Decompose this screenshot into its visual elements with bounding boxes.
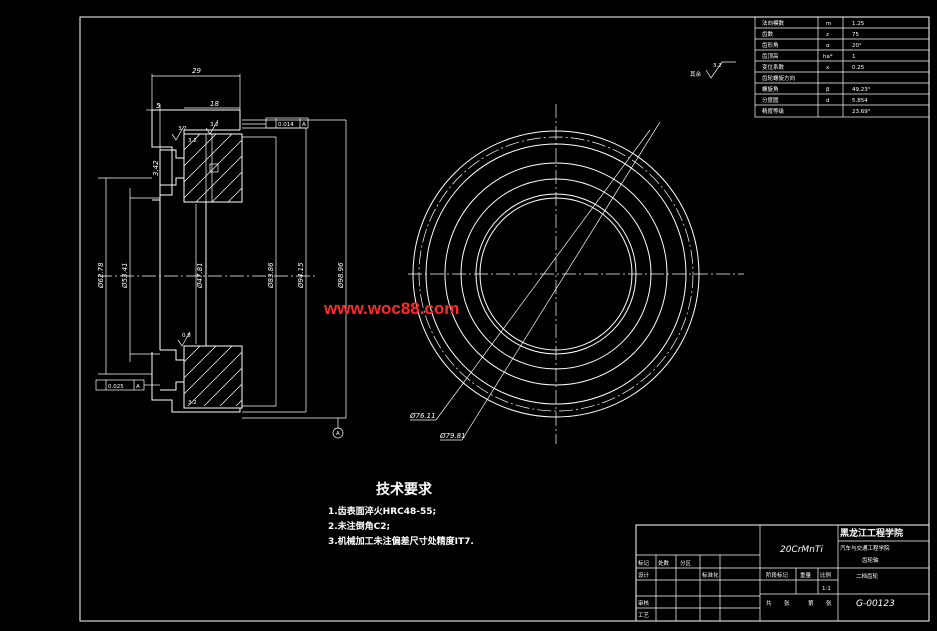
svg-text:重量: 重量 [800,571,812,579]
param-name-1: 齿数 [762,30,774,38]
param-name-2: 齿形角 [762,41,779,49]
dim-circ-large: Ø79.81 [439,432,466,440]
svg-text:处数: 处数 [658,559,670,567]
tech-title: 技术要求 [376,481,433,498]
param-name-5: 齿轮螺旋方向 [762,74,795,82]
dim-dia-3: Ø83.86 [267,262,275,289]
dim-dia-left: Ø62.78 [97,262,105,289]
tech-requirements: 技术要求 1.齿表面淬火HRC48-55; 2.未注倒角C2; 3.机械加工未注… [328,481,474,547]
svg-text:A: A [136,384,140,390]
dim-dia-bore: Ø47.81 [196,262,204,289]
param-val-0: 1.25 [852,21,865,27]
param-sym-0: m [826,21,831,27]
param-sym-4: x [826,65,830,71]
title-block: 20CrMnTi 黑龙江工程学院 汽车与交通工程学院 齿轮轴 二档齿轮 G-00… [635,524,930,622]
param-name-8: 精度等级 [762,107,785,115]
section-view: Ø62.78 Ø53.41 Ø47.81 Ø83.86 Ø94.15 Ø98.9… [95,67,347,439]
hatch-upper [183,133,243,203]
dim-dia-outer: Ø98.96 [337,262,345,289]
dim-groove-width: 5 [156,102,161,110]
dim-overall-width: 29 [192,67,201,75]
dim-circ-small: Ø76.11 [409,412,436,420]
svg-text:张: 张 [784,599,790,607]
param-val-2: 20° [852,43,862,49]
label-chamfer-bottom: 3.2 [188,400,197,406]
dim-dia-2: Ø53.41 [121,262,129,289]
svg-text:张: 张 [826,599,832,607]
param-sym-2: α [826,43,830,49]
tb-part-name: 齿轮轴 [862,556,879,564]
svg-text:第: 第 [808,599,814,607]
front-view: Ø76.11 Ø79.81 [408,104,744,444]
param-val-6: 49.23° [852,87,871,93]
svg-text:阶段标记: 阶段标记 [766,571,789,579]
param-val-7: 5.854 [852,98,868,104]
tb-school: 黑龙江工程学院 [840,527,903,539]
label-ra-hub: 0.8 [182,333,191,339]
param-val-1: 75 [852,32,859,38]
params-table: 法向模数 m 1.25 齿数 z 75 齿形角 α 20° 齿顶高 ha* 1 … [754,16,930,118]
other-roughness: 其余 3.2 [690,61,736,79]
tech-item-2: 2.未注倒角C2; [328,520,390,532]
svg-text:其余: 其余 [690,70,702,78]
param-name-0: 法向模数 [762,19,785,27]
param-sym-7: d [826,98,830,104]
svg-text:设计: 设计 [638,571,650,579]
dim-dia-4: Ø94.15 [297,262,305,289]
param-val-3: 1 [852,54,856,60]
param-val-4: 0.25 [852,65,865,71]
label-ra-bore: 3.2 [210,122,219,128]
svg-text:A: A [336,431,340,437]
svg-text:审核: 审核 [638,599,650,607]
svg-text:0.014: 0.014 [278,122,294,128]
param-sym-6: β [826,87,830,93]
param-name-6: 螺旋角 [762,85,779,93]
tb-material: 20CrMnTi [780,545,823,555]
svg-text:标记: 标记 [638,559,650,567]
svg-text:0.025: 0.025 [108,384,124,390]
watermark: www.woc88.com [323,299,459,318]
svg-text:标准化: 标准化 [702,571,719,579]
hatch-lower [183,345,243,407]
svg-text:A: A [302,122,306,128]
tolerance-frame-bottom: 0.025 A [95,379,160,391]
label-chamfer-top: 3.2 [188,138,197,144]
svg-text:3.2: 3.2 [713,63,722,69]
tb-part-name2: 二档齿轮 [856,572,879,580]
drawing-border [79,16,930,622]
dim-hub-width: 18 [210,100,219,108]
tb-drawing-no: G-00123 [856,599,895,609]
svg-text:工艺: 工艺 [638,612,650,619]
tech-item-3: 3.机械加工未注偏差尺寸处精度IT7. [328,535,474,547]
svg-text:分区: 分区 [680,559,692,567]
param-name-7: 分度圆 [762,96,779,104]
svg-text:比例: 比例 [820,571,832,579]
param-val-8: 23.69° [852,109,871,115]
tb-scale: 1:1 [822,586,831,592]
tech-item-1: 1.齿表面淬火HRC48-55; [328,505,436,517]
tb-department: 汽车与交通工程学院 [840,544,890,552]
svg-text:共: 共 [766,599,772,607]
param-sym-1: z [826,32,829,38]
dim-small: 3.42 [152,160,160,176]
param-sym-3: ha* [823,54,833,60]
param-name-3: 齿顶高 [762,52,779,60]
datum-a: A [332,418,344,439]
tolerance-frame-top: 0.014 A [242,117,309,129]
param-name-4: 变位系数 [762,63,785,71]
